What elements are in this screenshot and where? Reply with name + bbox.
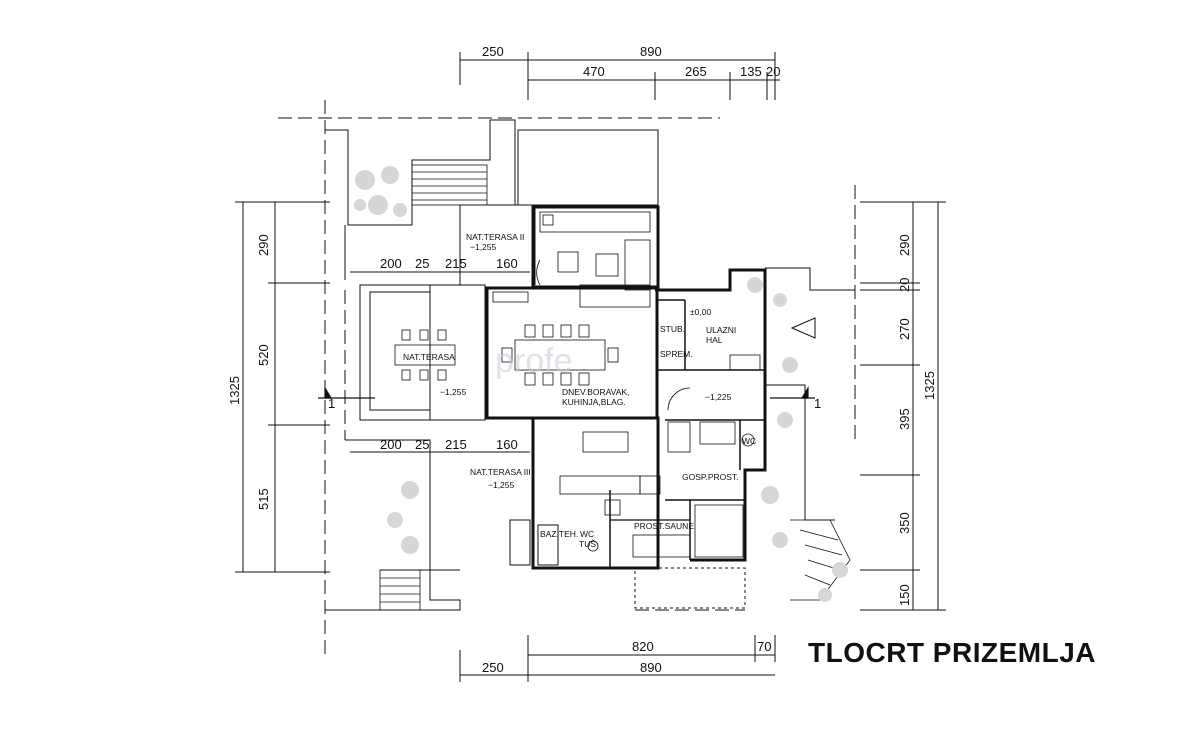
dim-top-135: 135 — [740, 64, 762, 79]
section-marker-right: 1 — [814, 396, 821, 411]
dim-bottom-820: 820 — [632, 639, 654, 654]
room-label-entry-2: HAL — [706, 335, 723, 345]
dim-left-515: 515 — [256, 488, 271, 510]
dim-left-290: 290 — [256, 234, 271, 256]
furniture — [394, 211, 761, 558]
room-label-utility: GOSP.PROST. — [682, 472, 739, 482]
room-label-entry: ULAZNI — [706, 325, 736, 335]
landscape-plants — [354, 166, 848, 602]
room-level-terrace: −1,255 — [440, 387, 467, 397]
dim-terrace-upper-160: 160 — [496, 256, 518, 271]
dim-right-350: 350 — [897, 512, 912, 534]
dim-right-395: 395 — [897, 408, 912, 430]
dim-top-470: 470 — [583, 64, 605, 79]
dashed-outline — [278, 100, 856, 660]
dim-right-20: 20 — [897, 278, 912, 292]
section-line-right — [770, 385, 815, 399]
section-marker-left: 1 — [328, 396, 335, 411]
dim-terrace-lower-160: 160 — [496, 437, 518, 452]
dim-left-1325: 1325 — [227, 376, 242, 405]
dim-terrace-upper-200: 200 — [380, 256, 402, 271]
room-level-terrace-3: −1,255 — [488, 480, 515, 490]
dim-bottom-890: 890 — [640, 660, 662, 675]
top-dimensions — [459, 52, 780, 100]
entrance-arrow — [790, 317, 816, 339]
room-label-terrace-2: NAT.TERASA II — [466, 232, 524, 242]
room-label-storage: SPREM. — [660, 349, 693, 359]
dim-terrace-lower-200: 200 — [380, 437, 402, 452]
bottom-dimensions — [459, 635, 776, 682]
room-level-entry: ±0,00 — [690, 307, 711, 317]
left-dimensions — [235, 201, 330, 573]
dim-right-150: 150 — [897, 584, 912, 606]
dim-right-290: 290 — [897, 234, 912, 256]
exterior-stairs — [379, 164, 851, 611]
right-dimensions — [860, 201, 946, 611]
room-label-wc-shower-2: TUŠ — [579, 539, 596, 549]
dim-terrace-lower-25: 25 — [415, 437, 429, 452]
dim-top-250: 250 — [482, 44, 504, 59]
dim-left-520: 520 — [256, 344, 271, 366]
dim-right-270: 270 — [897, 318, 912, 340]
room-label-terrace-3: NAT.TERASA III — [470, 467, 531, 477]
room-label-living: DNEV.BORAVAK, — [562, 387, 629, 397]
room-label-pool-tech: BAZ.TEH. — [540, 529, 578, 539]
dim-top-890: 890 — [640, 44, 662, 59]
room-label-stair: STUB. — [660, 324, 685, 334]
room-label-living-2: KUHINJA,BLAG. — [562, 397, 626, 407]
watermark: profe — [495, 342, 573, 380]
room-label-sauna: PROST.SAUNE — [634, 521, 694, 531]
room-level-terrace-2: −1,255 — [470, 242, 497, 252]
plan-title: TLOCRT PRIZEMLJA — [808, 637, 1096, 668]
dim-top-265: 265 — [685, 64, 707, 79]
building-walls — [485, 205, 767, 609]
dim-bottom-70: 70 — [757, 639, 771, 654]
dim-terrace-upper-25: 25 — [415, 256, 429, 271]
dim-bottom-250: 250 — [482, 660, 504, 675]
terrace-dim-lines — [350, 271, 530, 453]
dim-top-20: 20 — [766, 64, 780, 79]
dim-terrace-upper-215: 215 — [445, 256, 467, 271]
dim-right-1325: 1325 — [922, 371, 937, 400]
section-line-left — [318, 385, 375, 399]
room-label-terrace: NAT.TERASA — [403, 352, 455, 362]
room-level-living: −1,225 — [705, 392, 732, 402]
dim-terrace-lower-215: 215 — [445, 437, 467, 452]
room-label-wc: WC — [742, 436, 756, 446]
room-label-wc-shower: WC — [580, 529, 594, 539]
